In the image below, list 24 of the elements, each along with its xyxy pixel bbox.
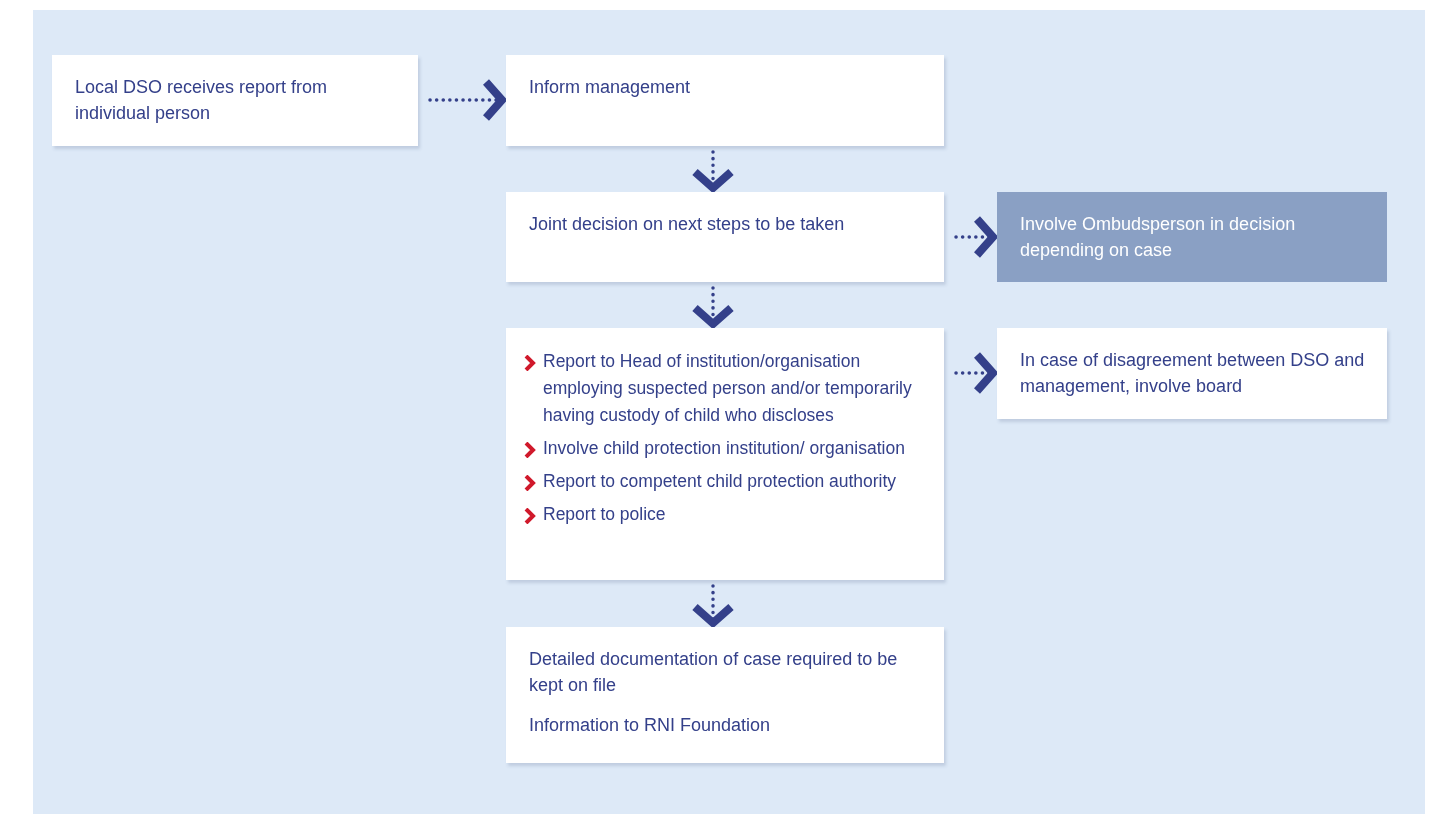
dotted-arrow [428, 78, 506, 122]
dotted-arrow [954, 351, 997, 395]
step-box [997, 328, 1387, 419]
step-box [506, 328, 944, 580]
step-box [52, 55, 418, 146]
dotted-arrow [691, 286, 735, 328]
step-box [506, 192, 944, 282]
list-item: Report to competent child protection authority [543, 470, 898, 493]
step-text: Inform management [529, 76, 692, 99]
dotted-arrow [691, 150, 735, 192]
dotted-arrow [691, 584, 735, 627]
step-text: Involve Ombudsperson in decision depending on case [1020, 213, 1297, 262]
list-item: Report to police [543, 503, 667, 526]
step-box [506, 55, 944, 146]
list-item: Involve child protection institution/ organisation [543, 437, 906, 460]
list-item: Report to Head of institution/organisation employing suspected person and/or temporarily having custody of child who discloses [543, 350, 913, 427]
step-box [997, 192, 1387, 282]
step-text: Information to RNI Foundation [529, 714, 772, 737]
step-text: Joint decision on next steps to be taken [529, 213, 846, 236]
step-text: In case of disagreement between DSO and management, involve board [1020, 349, 1366, 398]
step-box [506, 627, 944, 763]
step-text: Detailed documentation of case required to be kept on file [529, 648, 899, 697]
step-text: Local DSO receives report from individual person [75, 76, 329, 125]
dotted-arrow [954, 215, 997, 259]
